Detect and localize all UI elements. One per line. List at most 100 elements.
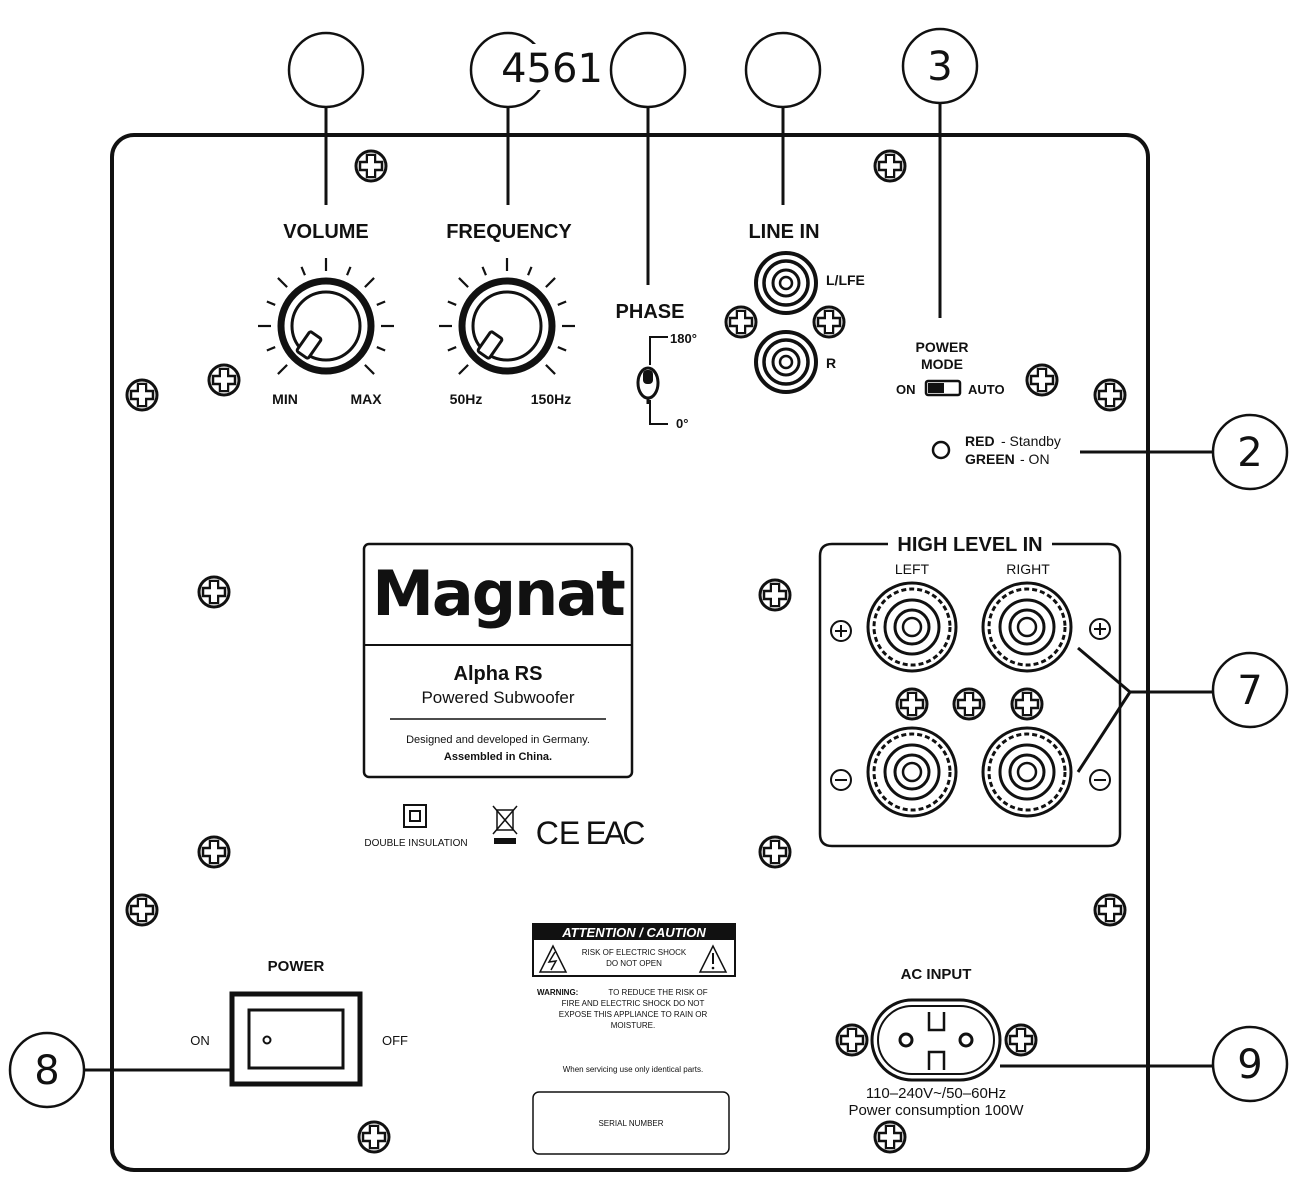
leader-high-level-bottom (1076, 691, 1132, 773)
plus-icon (830, 620, 852, 642)
screw-icon (758, 835, 792, 869)
frequency-max-label: 150Hz (531, 391, 571, 407)
scale-tick (277, 277, 288, 288)
led-green-label: GREEN (965, 451, 1015, 467)
callout-circle-led (1211, 413, 1289, 491)
screw-icon (835, 1023, 869, 1057)
phase-switch: PHASE 180° 0° (616, 301, 697, 431)
scale-tick (376, 300, 386, 306)
binding-post-icon (981, 581, 1073, 673)
callout-circle-power-switch (8, 1031, 86, 1109)
screw-icon (1025, 363, 1059, 397)
callout-group-left: 8 (8, 1031, 232, 1109)
assembled-text: Assembled in China. (444, 751, 552, 763)
high-level-title: HIGH LEVEL IN (897, 534, 1042, 556)
volume-knob: VOLUME MIN MAX (258, 221, 394, 407)
volume-scale-ticks (258, 258, 394, 375)
scale-tick (458, 277, 469, 288)
ac-spec-power: Power consumption 100W (848, 1102, 1024, 1119)
serial-number-label: SERIAL NUMBER (598, 1119, 663, 1128)
screw-icon (354, 149, 388, 183)
frequency-label: FREQUENCY (446, 221, 572, 243)
screw-icon (197, 575, 231, 609)
status-led: RED - Standby GREEN - ON (931, 433, 1061, 467)
callout-number-power-mode: 3 (927, 44, 952, 90)
double-insulation-label: DOUBLE INSULATION (364, 838, 467, 849)
callout-circle-volume (287, 31, 365, 109)
led-green-text: - ON (1020, 451, 1050, 467)
warning-line-3: EXPOSE THIS APPLIANCE TO RAIN OR (559, 1010, 708, 1019)
scale-tick (557, 346, 567, 352)
screw-icon (724, 305, 758, 339)
leader-high-level-top (1077, 646, 1131, 694)
minus-icon (1089, 769, 1111, 791)
product-type: Powered Subwoofer (421, 688, 574, 707)
led-red-label: RED (965, 433, 995, 449)
ce-mark: CE (536, 815, 580, 851)
callout-group-top: 4561 3 (287, 27, 979, 318)
ac-input-socket: AC INPUT 110–240V~/50–60Hz Power consump… (835, 966, 1038, 1119)
scale-tick (458, 364, 469, 375)
phase-180-label: 180° (670, 331, 697, 346)
electric-shock-warning-icon (538, 944, 568, 973)
rca-jack-icon (754, 251, 818, 315)
designed-text: Designed and developed in Germany. (406, 734, 590, 746)
ac-spec-voltage: 110–240V~/50–60Hz (866, 1085, 1006, 1102)
screw-icon (758, 578, 792, 612)
power-mode-on-label: ON (896, 382, 916, 397)
screw-icon (1010, 687, 1044, 721)
screw-icon (1093, 378, 1127, 412)
screw-icon (895, 687, 929, 721)
callout-number-high-level: 7 (1237, 668, 1262, 714)
servicing-note: When servicing use only identical parts. (563, 1065, 704, 1074)
high-level-left-label: LEFT (895, 561, 930, 577)
warning-label: WARNING: (537, 988, 578, 997)
screw-icon (812, 305, 846, 339)
eac-mark: EAC (586, 815, 645, 851)
volume-max-label: MAX (350, 391, 382, 407)
power-mode-switch: POWER MODE ON AUTO (896, 339, 1005, 397)
screw-icon (873, 1120, 907, 1154)
screw-icon (197, 835, 231, 869)
power-on-label: ON (190, 1033, 210, 1048)
screw-icon (125, 893, 159, 927)
certification-marks: DOUBLE INSULATION CE EAC (364, 804, 647, 851)
callout-circle-phase (609, 31, 687, 109)
scale-tick (266, 346, 276, 352)
scale-tick (557, 300, 567, 306)
scale-tick (527, 266, 533, 276)
caution-title: ATTENTION / CAUTION (561, 925, 706, 940)
scale-tick (545, 277, 556, 288)
scale-tick (346, 266, 352, 276)
callout-number-led: 2 (1237, 430, 1262, 476)
weee-bin-icon (492, 805, 518, 844)
phase-label: PHASE (616, 301, 685, 323)
power-switch: POWER ON OFF (190, 958, 408, 1087)
power-mode-label-1: POWER (916, 339, 969, 355)
screw-icon (357, 1120, 391, 1154)
scale-tick (364, 277, 375, 288)
binding-post-icon (866, 581, 958, 673)
callout-circle-high-level (1211, 651, 1289, 729)
callout-number-knobs: 4561 (501, 46, 603, 92)
power-off-label: OFF (382, 1033, 408, 1048)
led-icon (931, 440, 951, 460)
screw-icon (1004, 1023, 1038, 1057)
line-in-label: LINE IN (748, 221, 819, 243)
brand-badge: Magnat Alpha RS Powered Subwoofer Design… (362, 542, 634, 779)
led-red-text: - Standby (1001, 433, 1061, 449)
callout-circle-ac-input (1211, 1025, 1289, 1103)
volume-label: VOLUME (283, 221, 369, 243)
power-label: POWER (268, 958, 325, 975)
model-name: Alpha RS (454, 663, 543, 685)
caution-line-1: RISK OF ELECTRIC SHOCK (582, 948, 687, 957)
callout-group-right: 2 7 9 (1000, 413, 1289, 1103)
line-in-right-label: R (826, 355, 836, 371)
frequency-scale-ticks (439, 258, 575, 375)
phase-0-label: 0° (676, 416, 688, 431)
scale-tick (364, 364, 375, 375)
scale-tick (277, 364, 288, 375)
serial-number-box (532, 1091, 730, 1155)
brand-logo: Magnat (372, 557, 625, 630)
